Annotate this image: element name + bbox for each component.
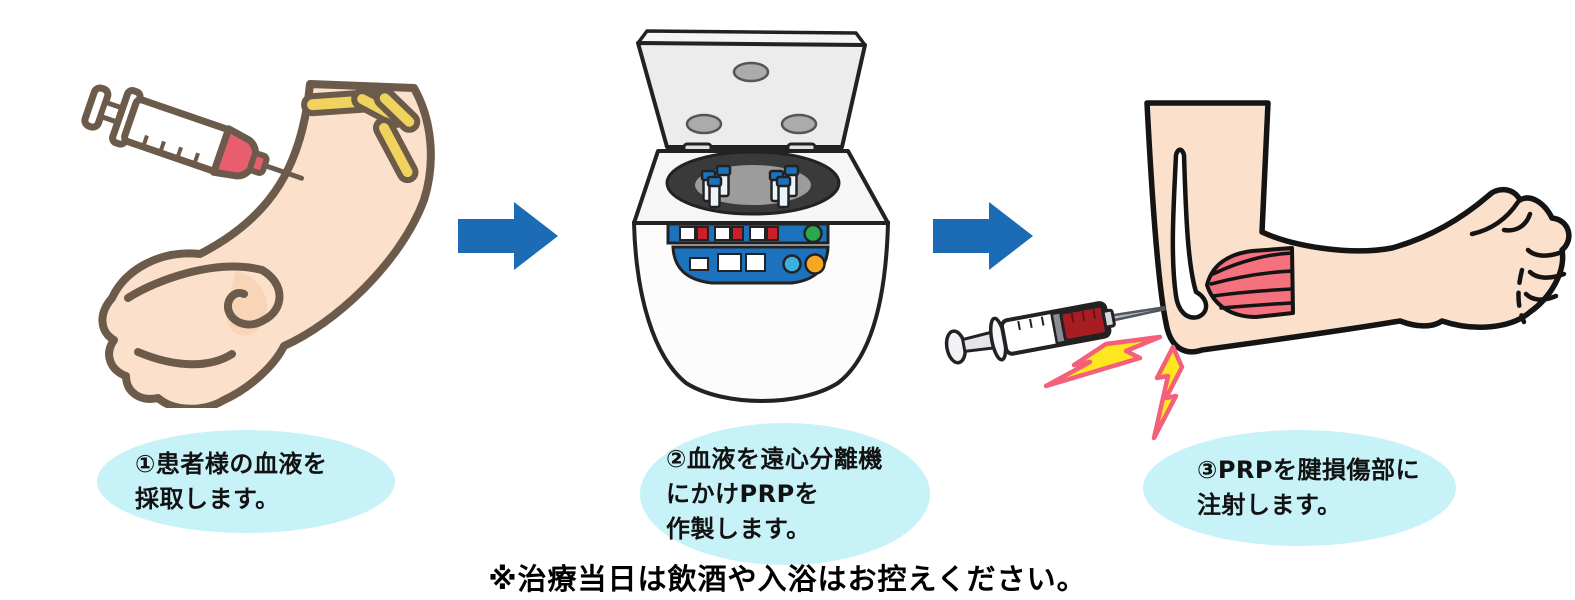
right-arrow-icon [458, 202, 558, 270]
blue-indicator-light [782, 254, 802, 274]
step3-caption-bubble: ③PRPを腱損傷部に 注射します。 [1143, 430, 1456, 546]
syringe-icon [81, 84, 305, 181]
bone-graphic [1170, 147, 1209, 320]
control-panel [666, 222, 830, 285]
centrifuge-illustration [631, 29, 891, 403]
arm-with-fist-graphic [98, 80, 435, 408]
caption-line: 注射します。 [1197, 491, 1342, 519]
footnote-text: ※治療当日は飲酒や入浴はお控えください。 [488, 562, 1087, 596]
caption-line: 作製します。 [666, 514, 811, 543]
tourniquet-band [301, 87, 421, 184]
blood-draw-illustration [81, 80, 435, 408]
muscle-graphic [1205, 246, 1295, 319]
elbow-arm-graphic [1144, 100, 1572, 355]
lightning-icon [1043, 334, 1185, 441]
centrifuge-lid [636, 29, 867, 159]
injection-illustration [944, 100, 1572, 441]
caption-line: ①患者様の血液を [135, 449, 328, 478]
right-arrow-icon [933, 202, 1033, 270]
caption-line: ③PRPを腱損傷部に [1197, 456, 1420, 484]
caption-line: にかけPRPを [666, 479, 820, 508]
orange-indicator-light [804, 253, 826, 275]
caption-line: 採取します。 [135, 484, 280, 513]
step1-caption-bubble: ①患者様の血液を 採取します。 [97, 430, 395, 533]
syringe-icon [944, 301, 1166, 365]
test-tubes [700, 164, 800, 209]
green-indicator-light [803, 223, 823, 244]
caption-line: ②血液を遠心分離機 [666, 444, 883, 473]
step2-caption-bubble: ②血液を遠心分離機 にかけPRPを 作製します。 [640, 423, 930, 565]
